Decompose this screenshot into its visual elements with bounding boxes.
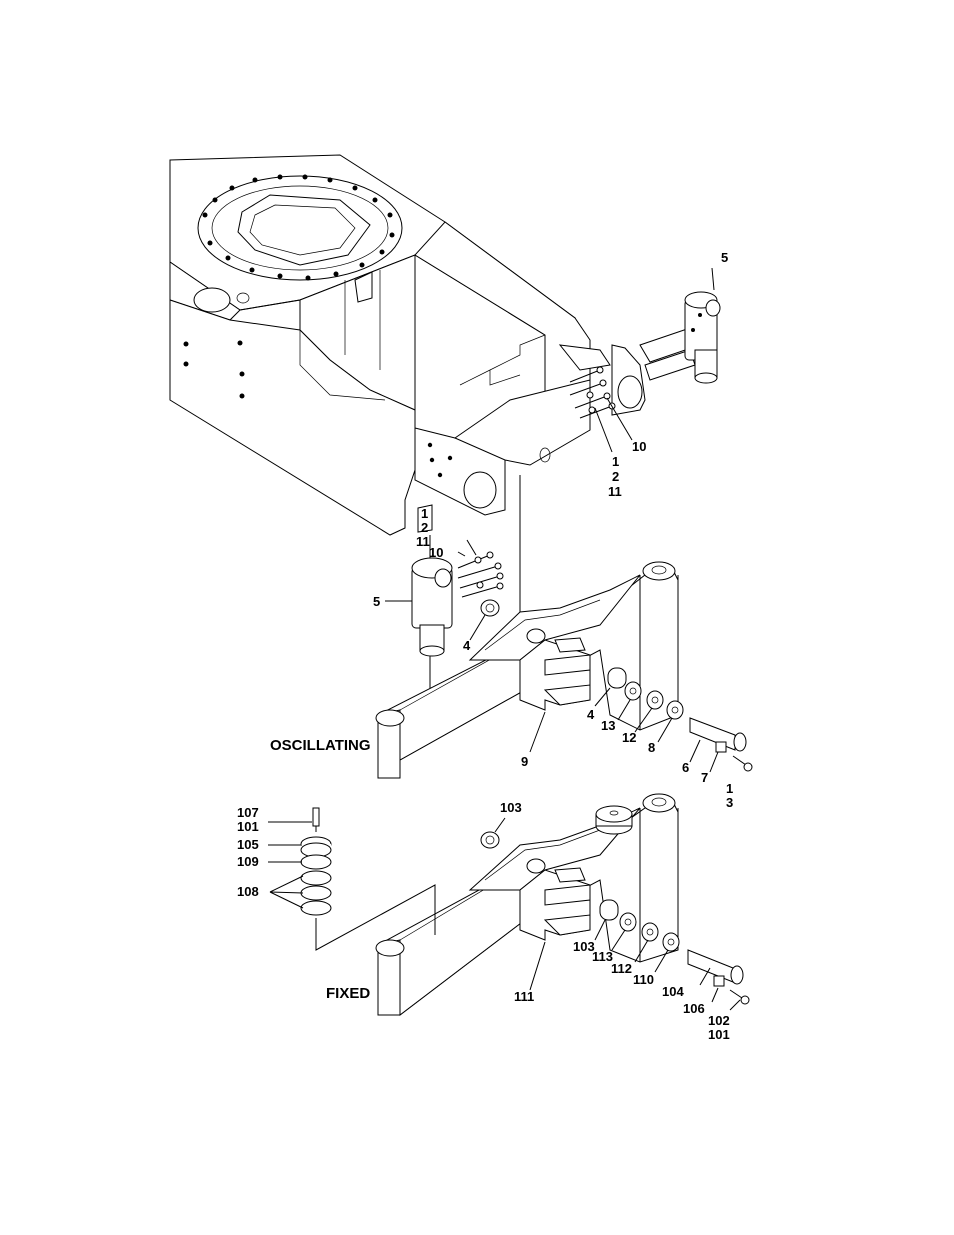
mid-pivot-cylinder [411, 557, 453, 657]
fixed-bushing-upper [480, 831, 500, 849]
callout-bracket-9: 9 [521, 754, 528, 769]
oscillating-leaders [385, 539, 719, 773]
title-oscillating: OSCILLATING [270, 737, 371, 754]
callout-top-pivot: 5 [721, 250, 728, 265]
fixed-leaders [268, 817, 741, 1011]
pin-stack-fixed [599, 899, 750, 1005]
callout-labels: 5 10 1 2 11 1 2 11 10 5 4 4 13 12 8 9 6 … [237, 250, 737, 1042]
callout-washer-8: 8 [648, 740, 655, 755]
pin-stack-oscillating [607, 667, 753, 772]
callout-washer-13: 13 [601, 718, 615, 733]
ring-bolt-holes [202, 174, 395, 281]
callout-mid-pivot: 5 [373, 594, 380, 609]
callout-plate-7: 7 [701, 770, 708, 785]
callout-fixed-bolt: 102 101 [708, 1013, 733, 1042]
callout-mid-bolts: 10 [429, 545, 443, 560]
callout-stack-105: 105 [237, 837, 259, 852]
bracket-9 [519, 637, 591, 711]
callout-top-bolts: 10 [632, 439, 646, 454]
callout-fixed-bracket-111: 111 [514, 989, 534, 1004]
callout-fixed-bushing-top: 103 [500, 800, 522, 815]
callout-stack-109: 109 [237, 854, 259, 869]
callout-mid-group: 1 2 11 [416, 506, 432, 549]
callout-fixed-plate-106: 106 [683, 1001, 705, 1016]
front-mount-plate-right [558, 344, 646, 416]
callout-fixed-pin-104: 104 [662, 984, 684, 999]
callout-bushing-left: 4 [463, 638, 471, 653]
callout-fixed-washer-110: 110 [633, 972, 654, 987]
side-bolts [183, 340, 245, 399]
bushing-left [480, 599, 500, 617]
front-mount-plate-left [414, 379, 591, 516]
bracket-111 [519, 867, 591, 941]
main-frame [169, 154, 591, 536]
callout-stack-108: 108 [237, 884, 259, 899]
pad-stack [300, 807, 436, 951]
callout-washer-12: 12 [622, 730, 636, 745]
callout-fixed-washer-112: 112 [611, 961, 632, 976]
title-fixed: FIXED [326, 985, 370, 1002]
callout-fixed-bushing: 103 [573, 939, 595, 954]
callout-stack-top: 107 101 [237, 805, 262, 834]
top-pivot-cylinder [639, 291, 721, 384]
callout-pin-6: 6 [682, 760, 689, 775]
callout-fixed-washer-113: 113 [592, 949, 613, 964]
section-titles: OSCILLATING FIXED [270, 737, 371, 1002]
callout-pin-bolt: 1 3 [726, 781, 737, 810]
callout-top-group: 1 2 11 [608, 454, 623, 499]
callout-bushing-right: 4 [587, 707, 595, 722]
mid-bolt-group [457, 551, 504, 598]
